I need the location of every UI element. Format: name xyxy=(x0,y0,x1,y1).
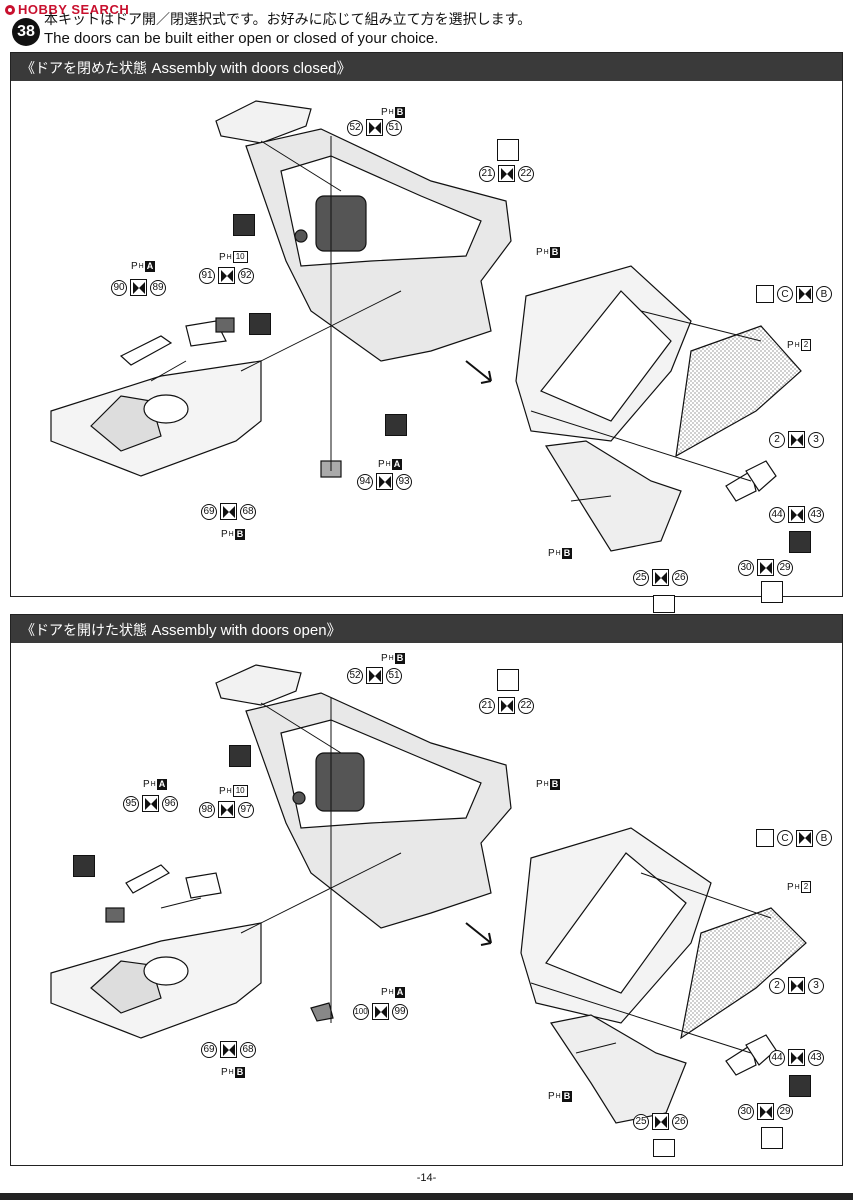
panel-title-jp: 《ドアを開けた状態 xyxy=(21,623,147,639)
part-pair-69-68: 69 68 xyxy=(201,503,256,520)
paint-black-icon xyxy=(73,855,95,877)
part-group-c-b: C B xyxy=(756,829,832,847)
paint-black-icon xyxy=(789,531,811,553)
assembly-bowtie-icon xyxy=(788,977,805,994)
paint-black-icon xyxy=(229,745,251,767)
part-pair-25-26: 25 26 xyxy=(633,1113,688,1130)
page-number: -14- xyxy=(416,1172,437,1184)
part-pair-25-26: 25 26 xyxy=(633,569,688,586)
part-pair-21-22: 21 22 xyxy=(479,165,534,182)
panel-doors-open: 《ドアを開けた状態 Assembly with doors open》 xyxy=(10,614,843,1166)
assembly-bowtie-icon xyxy=(498,165,515,182)
assembly-bowtie-icon xyxy=(652,569,669,586)
assembly-bowtie-icon xyxy=(142,795,159,812)
assembly-bowtie-icon xyxy=(218,267,235,284)
part-pair-30-29: 30 29 xyxy=(738,1103,793,1120)
step-number-badge: 38 xyxy=(12,18,40,46)
paint-black-icon xyxy=(385,414,407,436)
assembly-bowtie-icon xyxy=(220,503,237,520)
assembly-bowtie-icon xyxy=(372,1003,389,1020)
paint-finish-icon xyxy=(497,139,519,161)
assembly-bowtie-icon xyxy=(498,697,515,714)
part-pair-98-97: 98 97 xyxy=(199,801,254,818)
assembly-bowtie-icon xyxy=(757,559,774,576)
assembly-illustration xyxy=(50,100,802,552)
part-pair-44-43: 44 43 xyxy=(769,1049,824,1066)
part-pair-69-68: 69 68 xyxy=(201,1041,256,1058)
paint-finish-icon xyxy=(761,1127,783,1149)
assembly-bowtie-icon xyxy=(376,473,393,490)
part-pair-30-29: 30 29 xyxy=(738,559,793,576)
bottom-rule xyxy=(0,1193,853,1200)
assembly-bowtie-icon xyxy=(220,1041,237,1058)
assembly-bowtie-icon xyxy=(366,667,383,684)
part-pair-90-89: 90 89 xyxy=(111,279,166,296)
part-pair-95-96: 95 96 xyxy=(123,795,178,812)
assembly-bowtie-icon xyxy=(366,119,383,136)
panel-title-bar: 《ドアを閉めた状態 Assembly with doors closed》 xyxy=(11,53,842,81)
panel-doors-closed: 《ドアを閉めた状態 Assembly with doors closed》 xyxy=(10,52,843,613)
paint-finish-icon xyxy=(761,581,783,603)
part-pair-52-51: 52 51 xyxy=(347,667,402,684)
panel-title-jp: 《ドアを閉めた状態 xyxy=(21,61,147,77)
part-pair-52-51: 52 51 xyxy=(347,119,402,136)
paint-finish-icon xyxy=(497,669,519,691)
part-pair-2-3: 2 3 xyxy=(769,431,824,448)
assembly-bowtie-icon xyxy=(652,1113,669,1130)
part-pair-94-93: 94 93 xyxy=(357,473,412,490)
assembly-illustration xyxy=(50,664,807,1124)
step-instruction-jp: 本キットはドア開／閉選択式です。お好みに応じて組み立て方を選択します。 xyxy=(44,12,532,28)
panel-title-en: Assembly with doors closed》 xyxy=(151,60,352,77)
part-pair-44-43: 44 43 xyxy=(769,506,824,523)
hobby-search-logo-icon xyxy=(5,4,15,15)
assembly-bowtie-icon xyxy=(796,285,813,303)
assembly-bowtie-icon xyxy=(788,1049,805,1066)
assembly-bowtie-icon xyxy=(788,506,805,523)
paint-finish-icon xyxy=(653,595,675,613)
assembly-bowtie-icon xyxy=(788,431,805,448)
paint-black-icon xyxy=(233,214,255,236)
watermark-text: HOBBY SEARCH xyxy=(18,2,130,17)
panel-title-bar: 《ドアを開けた状態 Assembly with doors open》 xyxy=(11,615,842,643)
paint-finish-icon xyxy=(653,1139,675,1157)
assembly-bowtie-icon xyxy=(757,1103,774,1120)
assembly-bowtie-icon xyxy=(218,801,235,818)
paint-black-icon xyxy=(789,1075,811,1097)
part-group-c-b: C B xyxy=(756,285,832,303)
paint-finish-icon xyxy=(756,829,774,847)
part-pair-91-92: 91 92 xyxy=(199,267,254,284)
assembly-bowtie-icon xyxy=(796,829,813,847)
part-pair-100-99: 100 99 xyxy=(353,1003,408,1020)
step-instruction-en: The doors can be built either open or cl… xyxy=(44,30,439,47)
watermark: HOBBY SEARCH xyxy=(4,2,129,17)
assembly-bowtie-icon xyxy=(130,279,147,296)
panel-title-en: Assembly with doors open》 xyxy=(151,622,342,639)
part-pair-2-3: 2 3 xyxy=(769,977,824,994)
paint-finish-icon xyxy=(756,285,774,303)
part-pair-21-22: 21 22 xyxy=(479,697,534,714)
paint-black-icon xyxy=(249,313,271,335)
